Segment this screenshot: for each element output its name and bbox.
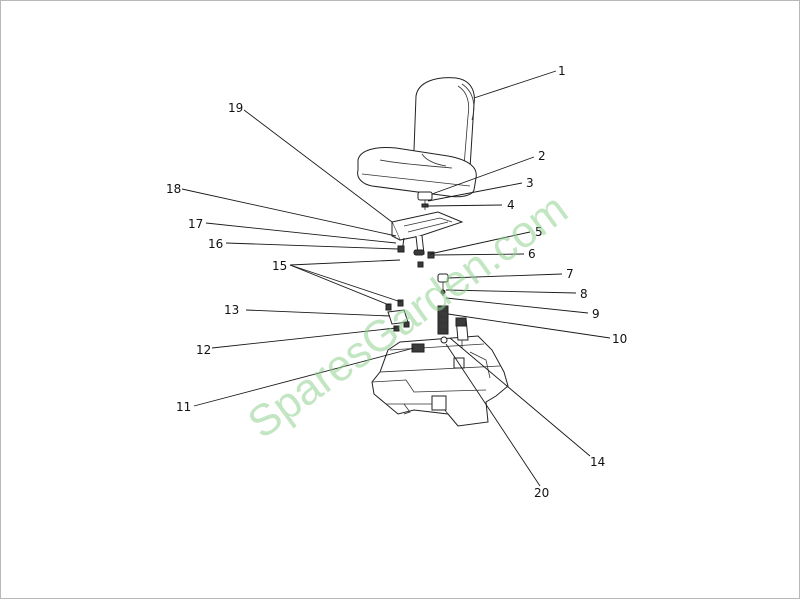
callout-20: 20 — [534, 486, 549, 500]
callout-16: 16 — [208, 237, 223, 251]
seat — [357, 77, 477, 198]
leader-lines — [181, 70, 611, 487]
callout-13: 13 — [224, 303, 239, 317]
callout-2: 2 — [538, 149, 546, 163]
callout-19: 19 — [228, 101, 243, 115]
callout-10: 10 — [612, 332, 627, 346]
callout-3: 3 — [526, 176, 534, 190]
callout-17: 17 — [188, 217, 203, 231]
callout-12: 12 — [196, 343, 211, 357]
callout-5: 5 — [535, 225, 543, 239]
callout-18: 18 — [166, 182, 181, 196]
callout-11: 11 — [176, 400, 191, 414]
seat-knob — [417, 191, 433, 210]
callout-7: 7 — [566, 267, 574, 281]
callout-14: 14 — [590, 455, 605, 469]
spring-assembly — [437, 273, 469, 348]
callout-1: 1 — [558, 64, 566, 78]
callout-9: 9 — [592, 307, 600, 321]
lower-bracket — [385, 299, 410, 332]
callout-8: 8 — [580, 287, 588, 301]
callout-6: 6 — [528, 247, 536, 261]
callout-15: 15 — [272, 259, 287, 273]
callout-4: 4 — [507, 198, 515, 212]
callout-labels: 1 2 3 4 5 6 7 8 9 10 11 12 13 14 15 16 1… — [166, 64, 627, 500]
